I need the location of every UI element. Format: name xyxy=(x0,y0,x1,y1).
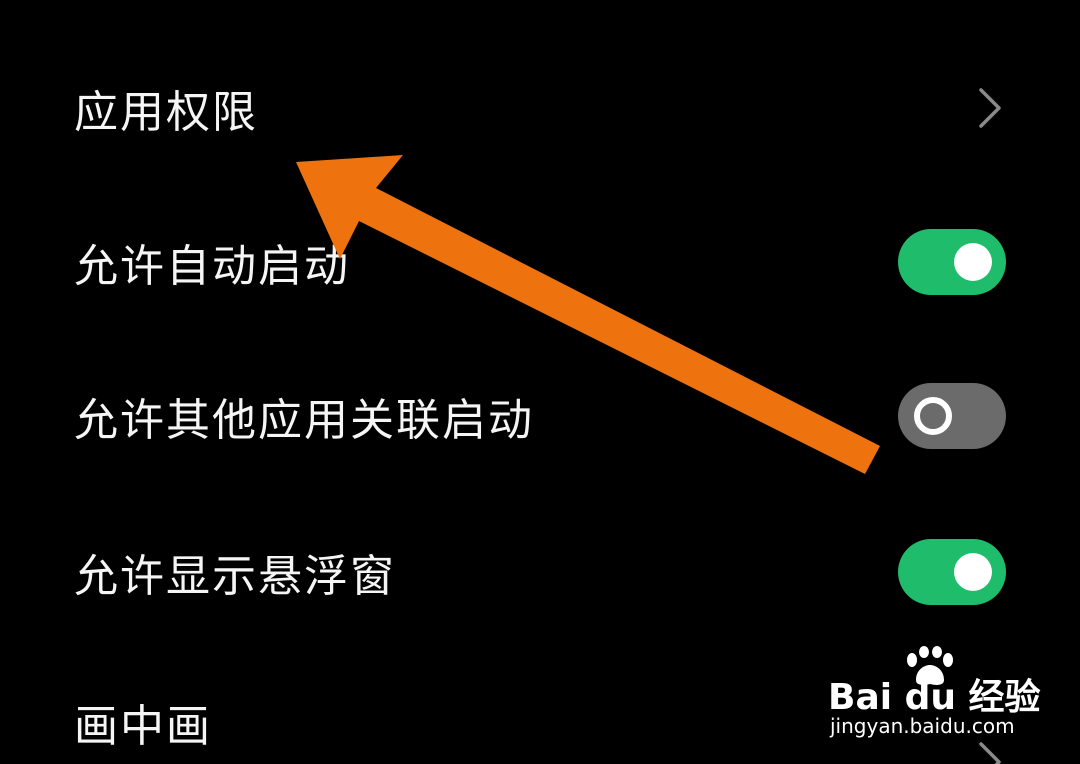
chevron-right-icon xyxy=(979,742,1001,764)
toggle-knob xyxy=(954,243,992,281)
toggle-knob xyxy=(914,397,952,435)
floating-window-toggle[interactable] xyxy=(898,539,1006,605)
chevron-right-icon xyxy=(979,88,1001,128)
settings-row-picture-in-picture[interactable]: 画中画 xyxy=(0,662,1080,764)
row-label: 应用权限 xyxy=(74,87,258,138)
settings-row-app-permissions[interactable]: 应用权限 xyxy=(0,48,1080,168)
row-label: 画中画 xyxy=(74,701,212,752)
row-label: 允许自动启动 xyxy=(74,241,350,292)
watermark-brand: Bai du 经验 xyxy=(828,677,1041,718)
settings-row-associated-start: 允许其他应用关联启动 xyxy=(0,356,1080,476)
settings-row-auto-start: 允许自动启动 xyxy=(0,202,1080,322)
row-label: 允许显示悬浮窗 xyxy=(74,551,396,602)
settings-row-floating-window: 允许显示悬浮窗 xyxy=(0,512,1080,632)
associated-start-toggle[interactable] xyxy=(898,383,1006,449)
toggle-knob xyxy=(954,553,992,591)
paw-icon xyxy=(907,646,953,685)
watermark: Bai du 经验 jingyan.baidu.com xyxy=(828,646,1041,742)
row-label: 允许其他应用关联启动 xyxy=(74,395,534,446)
watermark-url: jingyan.baidu.com xyxy=(830,714,1015,738)
auto-start-toggle[interactable] xyxy=(898,229,1006,295)
